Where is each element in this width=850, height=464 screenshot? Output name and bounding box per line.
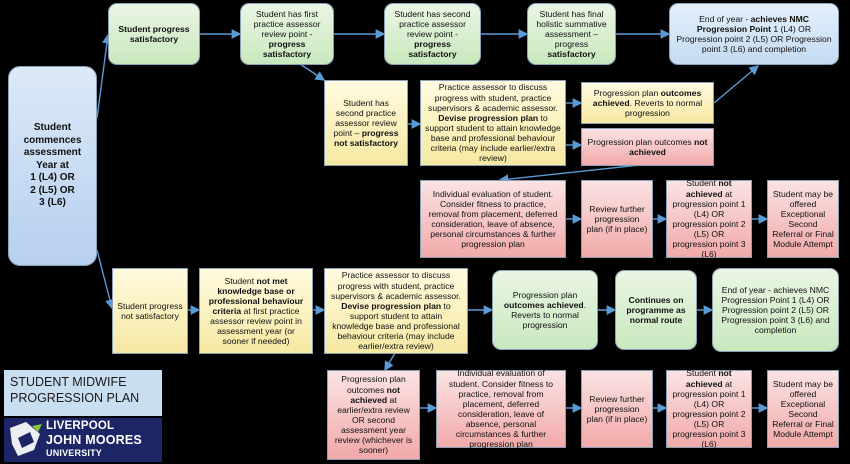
box-text: to support student to attain knowledge b… (332, 300, 460, 352)
box-text: Individual evaluation of student. Consid… (448, 368, 554, 450)
box-text-bold: Devise progression plan (438, 112, 539, 123)
box-text: Student (224, 275, 257, 286)
box-text-bold: progress not satisfactory (334, 128, 399, 149)
arrow-discuss-to-notachieved-b (384, 352, 396, 372)
start-line: commences (23, 134, 82, 146)
box-text: at progression point 1 (L4) OR progressi… (672, 378, 746, 450)
review-plan-box-bottom: Review further progression plan (if in p… (581, 370, 653, 448)
box-text: at earlier/extra review OR second assess… (334, 394, 413, 456)
exceptional-referral-box: Student may be offered Exceptional Secon… (767, 180, 839, 258)
box-text: Student has first practice assessor revi… (253, 8, 321, 39)
not-achieved-progression-point-box: Student not achieved at progression poin… (666, 178, 752, 260)
second-not-satisfactory-box: Student has second practice assessor rev… (324, 80, 408, 166)
start-line: Student (33, 122, 72, 134)
box-text: Student (686, 368, 719, 379)
logo-text: UNIVERSITY (46, 448, 103, 458)
outcomes-achieved-box-bottom: Progression plan outcomes achieved. Reve… (492, 270, 598, 350)
start-box: Student commences assessment Year at 1 (… (8, 66, 97, 266)
box-text: Student progress not satisfactory (117, 300, 183, 321)
individual-evaluation-box-bottom: Individual evaluation of student. Consid… (436, 368, 566, 450)
outcomes-achieved-box: Progression plan outcomes achieved. Reve… (581, 82, 714, 124)
box-text: 1 (L4) OR Progression point 2 (L5) OR Pr… (676, 23, 832, 55)
box-text: at first practice assessor review point … (210, 305, 302, 347)
progress-satisfactory-box: Student progress satisfactory (108, 3, 200, 65)
arrow-notachieved-to-eval (498, 164, 641, 184)
box-text-bold: outcomes achieved (592, 87, 702, 108)
box-text-bold: outcomes achieved (503, 299, 584, 310)
box-text: . Reverts to normal progression (511, 299, 587, 331)
continues-programme-box: Continues on programme as normal route (615, 270, 697, 350)
box-text: Student (686, 178, 719, 189)
final-holistic-box: Student has final holistic summative ass… (527, 3, 616, 65)
box-text: Progression plan outcomes (587, 136, 695, 147)
box-text: Review further progression plan (if in p… (586, 393, 648, 425)
arrow-start-to-not-satisfactory (96, 249, 115, 310)
exceptional-referral-box-bottom: Student may be offered Exceptional Secon… (767, 370, 839, 448)
first-review-box: Student has first practice assessor revi… (240, 3, 334, 65)
box-text-bold: satisfactory (547, 49, 596, 60)
box-text-bold: not met knowledge base or professional b… (208, 275, 304, 316)
arrow-start-to-satisfactory (96, 33, 112, 119)
outcomes-not-achieved-box: Progression plan outcomes not achieved (581, 128, 714, 166)
box-text: Student may be offered Exceptional Secon… (772, 378, 834, 440)
box-text: Individual evaluation of student. Consid… (428, 188, 558, 250)
liver-bird-icon (10, 422, 42, 456)
box-text: Review further progression plan (if in p… (586, 203, 648, 235)
box-text: Student may be offered Exceptional Secon… (772, 188, 834, 250)
logo-text: LIVERPOOL (46, 420, 115, 432)
diagram-title: STUDENT MIDWIFE PROGRESSION PLAN (4, 370, 162, 416)
box-text: Practice assessor to discuss progress wi… (428, 82, 558, 113)
box-text: satisfactory (129, 34, 179, 44)
individual-evaluation-box: Individual evaluation of student. Consid… (420, 180, 566, 258)
box-text: End of year - achieves NMC Progression P… (721, 284, 830, 336)
box-text: Progression plan (593, 87, 661, 98)
box-text-bold: not achieved (685, 368, 732, 389)
review-plan-box: Review further progression plan (if in p… (581, 180, 653, 258)
box-text-bold: not achieved (629, 136, 708, 157)
university-logo: LIVERPOOL JOHN MOORES UNIVERSITY (4, 418, 162, 462)
start-line: 3 (L6) (39, 197, 66, 209)
box-text: . Reverts to normal progression (625, 97, 703, 119)
start-line: 2 (L5) OR (30, 184, 75, 196)
box-text-bold: progress satisfactory (262, 39, 312, 60)
title-line: STUDENT MIDWIFE (10, 375, 127, 389)
box-text: Student has final holistic summative ass… (536, 8, 607, 50)
logo-text: JOHN MOORES (46, 433, 142, 447)
assessor-discuss-box: Practice assessor to discuss progress wi… (420, 80, 566, 166)
box-text: at progression point 1 (L4) OR progressi… (672, 188, 746, 260)
arrow-first-to-notsat (299, 63, 326, 81)
start-line: Year at (36, 159, 69, 171)
start-line: 1 (L4) OR (30, 172, 75, 184)
outcomes-not-achieved-box-bottom: Progression plan outcomes not achieved a… (327, 370, 420, 460)
box-text: Progression plan (512, 289, 578, 300)
box-text: Practice assessor to discuss progress wi… (331, 270, 461, 301)
box-text-bold: progress satisfactory (408, 39, 457, 60)
not-achieved-progression-point-box-bottom: Student not achieved at progression poin… (666, 368, 752, 450)
box-text-bold: not achieved (350, 384, 401, 405)
box-text-bold: achieves NMC Progression Point (696, 13, 809, 34)
assessor-discuss-box-bottom: Practice assessor to discuss progress wi… (324, 268, 468, 354)
start-line: assessment (23, 147, 82, 159)
arrow-achieved-to-end (713, 65, 760, 104)
title-line: PROGRESSION PLAN (10, 391, 140, 406)
box-text: End of year - (699, 13, 751, 24)
box-text-bold: not achieved (685, 178, 732, 199)
not-met-criteria-box: Student not met knowledge base or profes… (199, 268, 313, 354)
second-review-box: Student has second practice assessor rev… (384, 3, 481, 65)
box-text-bold: Continues on programme as normal route (626, 294, 686, 326)
box-text: to support student to attain knowledge b… (425, 112, 561, 164)
end-of-year-box-bottom: End of year - achieves NMC Progression P… (712, 268, 839, 352)
box-text: Student has second practice assessor rev… (333, 97, 397, 139)
box-text-bold: Devise progression plan (341, 300, 442, 311)
progress-not-satisfactory-box: Student progress not satisfactory (112, 268, 188, 354)
box-text: Student progress (118, 23, 190, 34)
box-text: Progression plan outcomes (341, 374, 406, 395)
end-of-year-box: End of year - achieves NMC Progression P… (669, 3, 839, 65)
box-text: Student has second practice assessor rev… (394, 8, 471, 39)
